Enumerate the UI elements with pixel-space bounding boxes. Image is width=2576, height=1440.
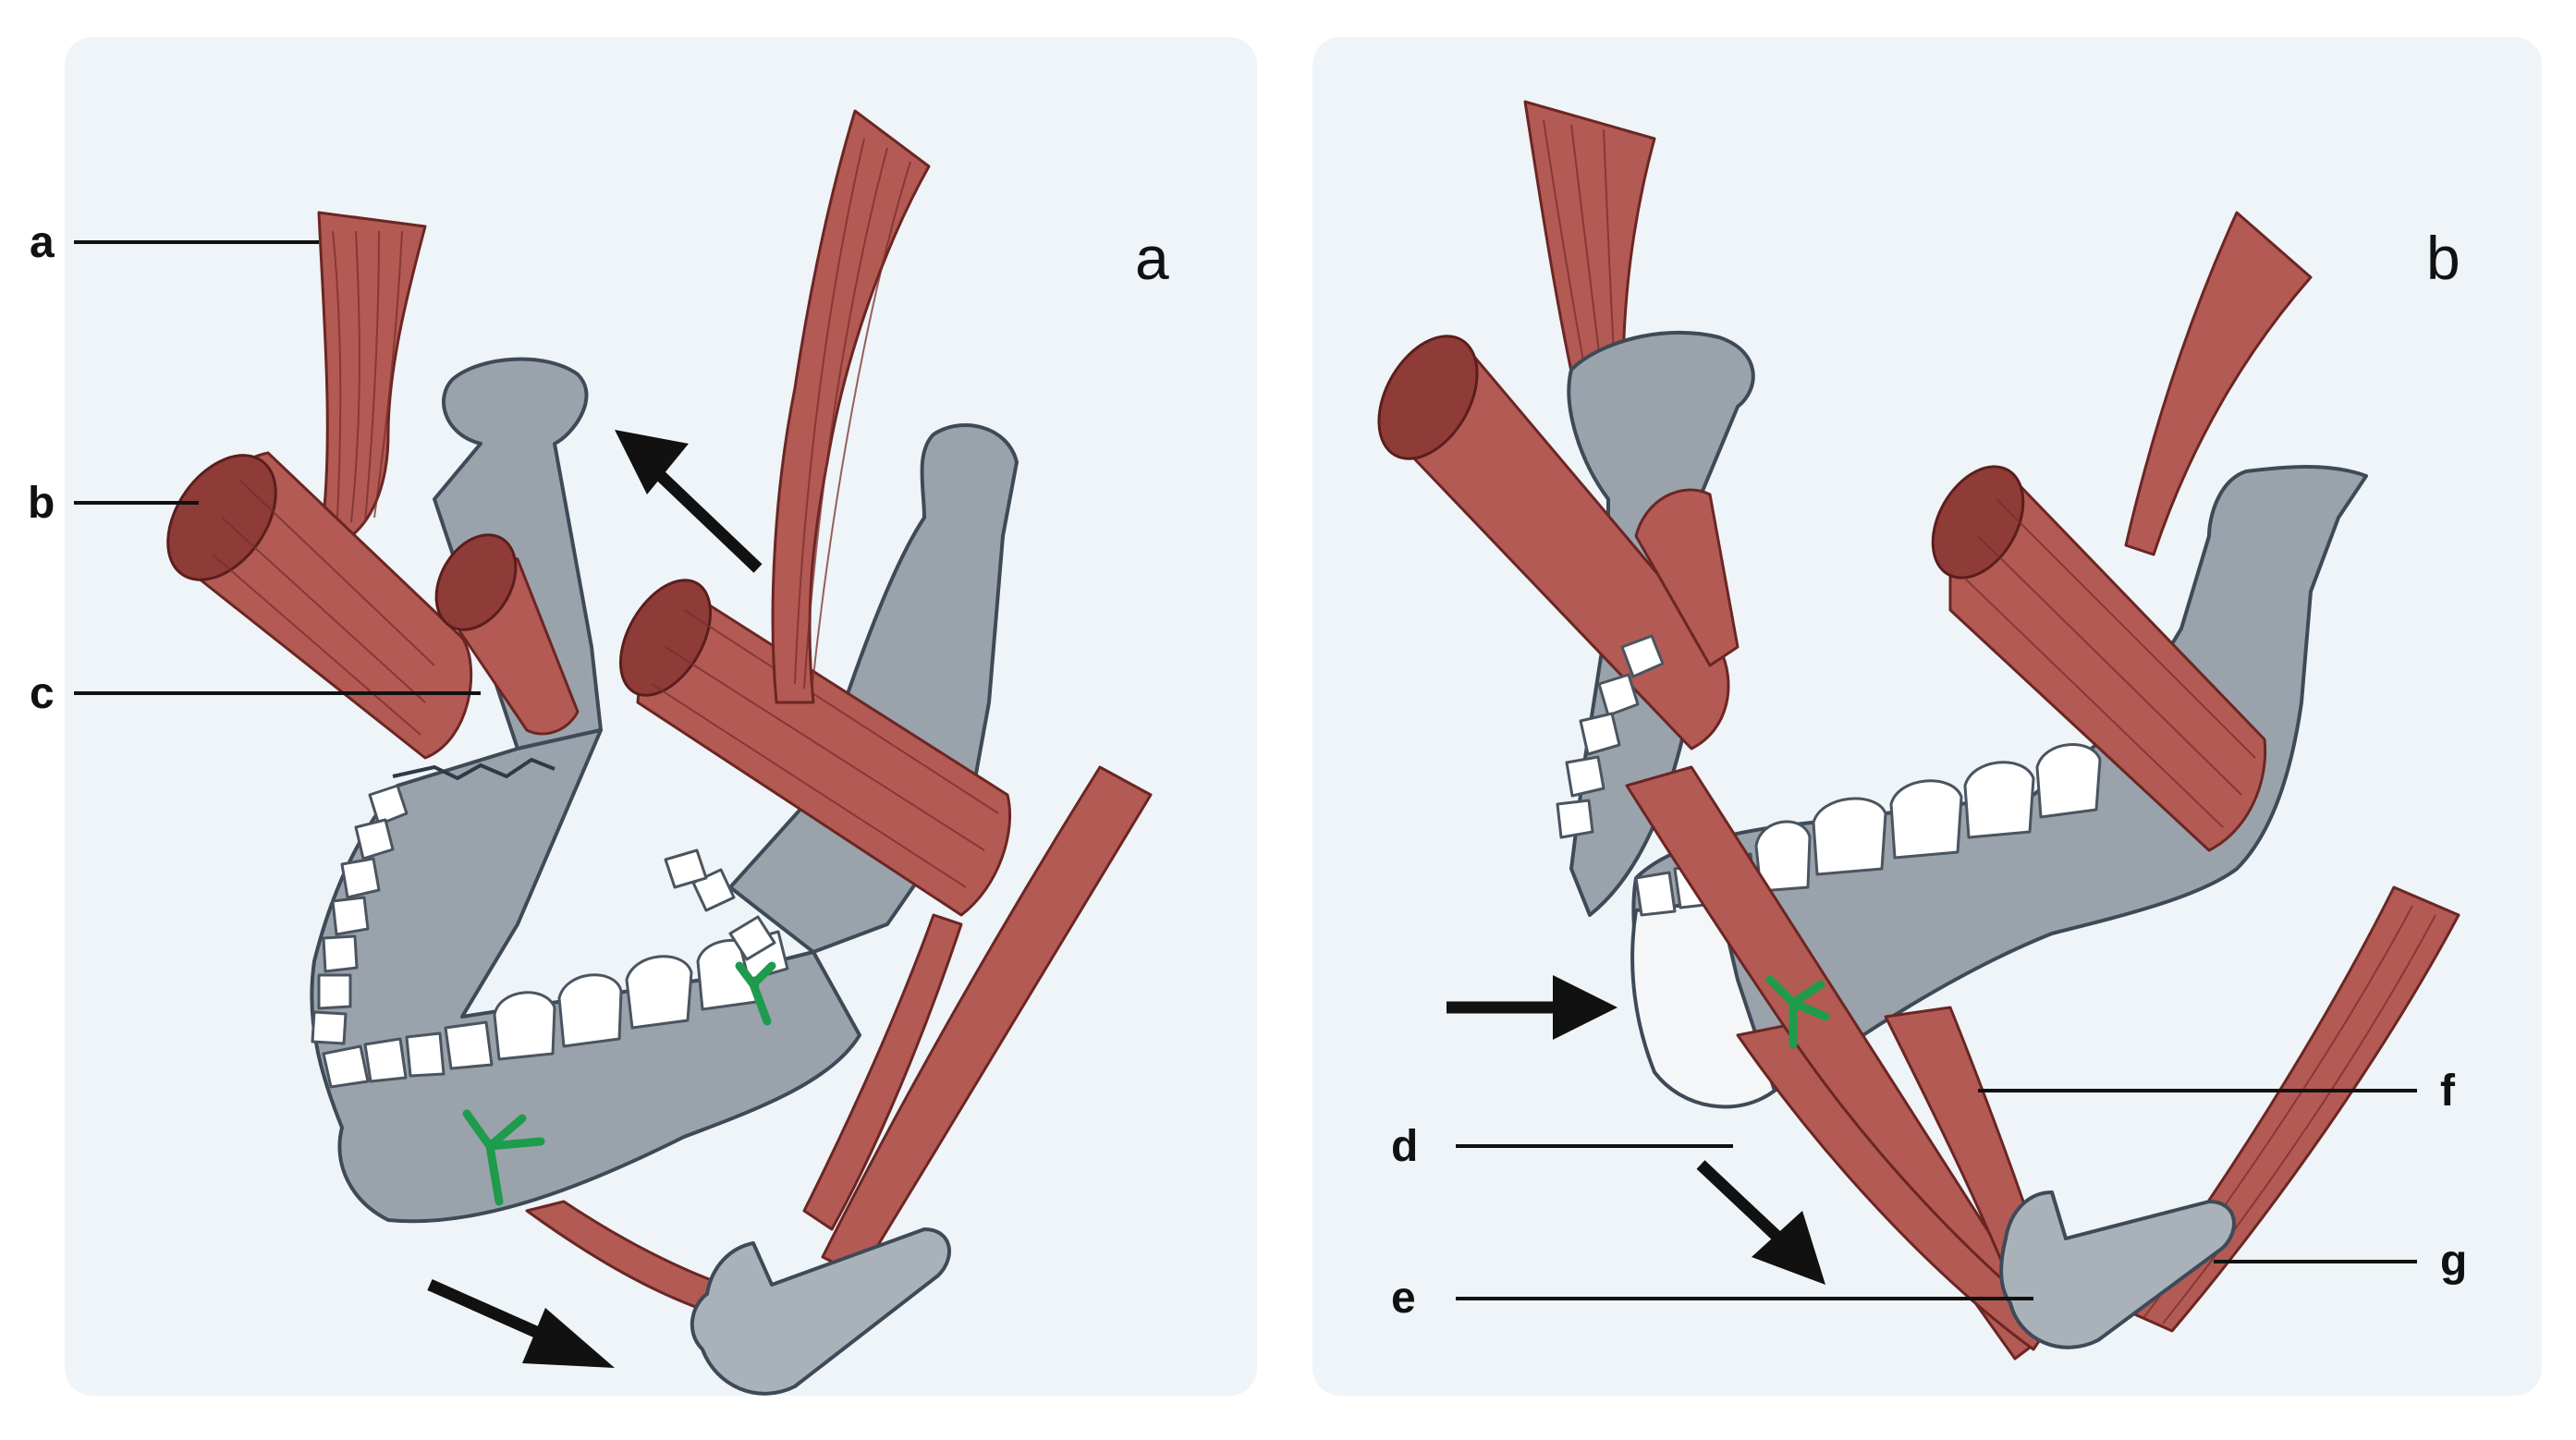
inferior-alveolar-nerve-a bbox=[735, 961, 776, 1026]
teeth-left-segment bbox=[311, 784, 409, 1045]
temporalis-strap-a-fibers bbox=[794, 138, 911, 694]
label-d: d bbox=[1391, 1122, 1418, 1171]
anterior-segment-b bbox=[1630, 898, 1777, 1109]
teeth-right-posterior bbox=[664, 848, 776, 961]
muscle-b-fibers bbox=[212, 480, 435, 736]
panel-label-b: b bbox=[2426, 224, 2460, 292]
label-g: g bbox=[2440, 1237, 2467, 1286]
mental-nerve-a bbox=[462, 1109, 545, 1206]
mental-nerve-b bbox=[1765, 975, 1830, 1049]
hyoid-a bbox=[690, 1227, 951, 1396]
muscle-small-b bbox=[1634, 488, 1740, 667]
muscle-band-b-left-cut-end bbox=[1377, 335, 1479, 460]
muscle-a-fibers bbox=[332, 230, 403, 523]
label-c: c bbox=[30, 669, 55, 718]
teeth-lower-arch bbox=[322, 930, 789, 1089]
arrow-down-right-b bbox=[1696, 1160, 1825, 1285]
arrow-right-b bbox=[1447, 975, 1618, 1040]
lower-strap-muscle-2 bbox=[802, 913, 963, 1231]
arrow-up-left-a bbox=[615, 430, 763, 573]
masseter-band-b-cut-end bbox=[1931, 465, 2025, 580]
label-f: f bbox=[2440, 1067, 2456, 1116]
panel-label-a: a bbox=[1135, 224, 1169, 292]
panel-a: a b c a bbox=[28, 37, 1257, 1396]
left-ramus bbox=[433, 357, 603, 751]
fracture-line-a bbox=[392, 757, 555, 781]
masseter-band-a-fibers bbox=[651, 609, 999, 888]
label-a: a bbox=[30, 218, 55, 267]
arrow-down-right-a bbox=[427, 1279, 615, 1368]
muscle-c-cut-end bbox=[434, 533, 518, 631]
panel-b: d e f g b bbox=[1312, 37, 2542, 1396]
temporalis-strap-b-right bbox=[2124, 211, 2313, 556]
mandible-body-a bbox=[310, 728, 861, 1224]
hyoid-b bbox=[1999, 1190, 2236, 1349]
temporalis-strap-a bbox=[771, 109, 931, 704]
label-b: b bbox=[28, 479, 55, 528]
masseter-band-a-cut-end bbox=[618, 579, 713, 697]
label-e: e bbox=[1391, 1274, 1416, 1323]
teeth-upper-b bbox=[1556, 634, 1665, 839]
masseter-band-b-fibers bbox=[1963, 498, 2256, 828]
